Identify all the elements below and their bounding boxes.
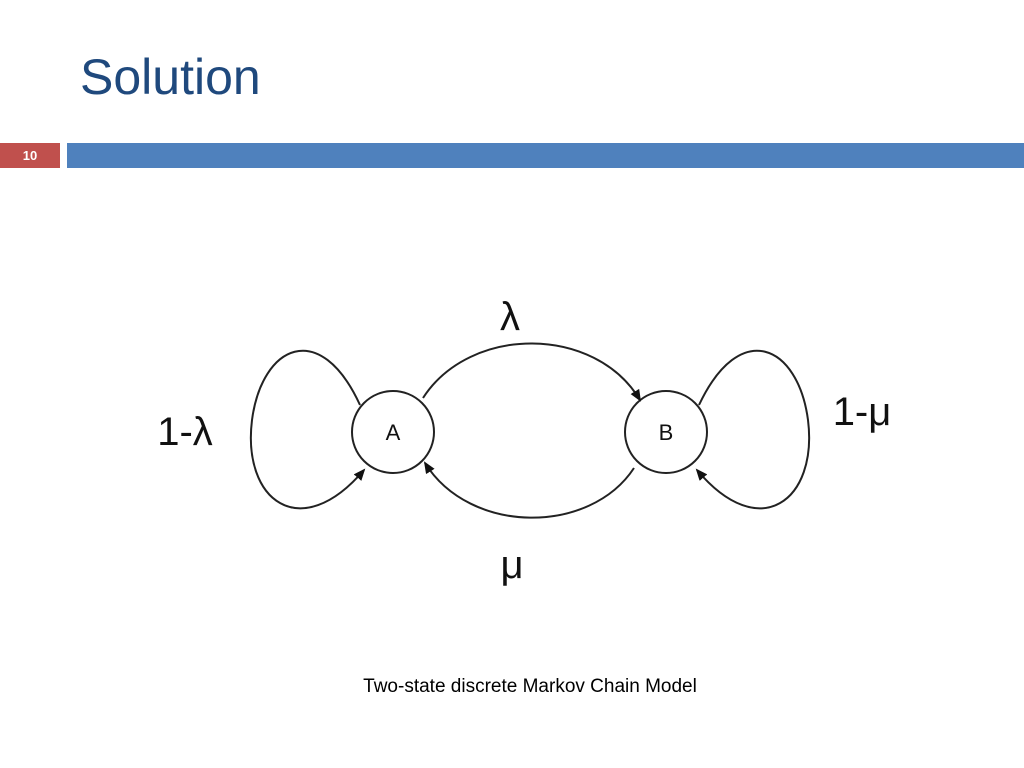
slide-number: 10 bbox=[0, 143, 60, 168]
edge-a-to-b bbox=[422, 342, 642, 402]
slide-title: Solution bbox=[80, 49, 261, 105]
edge-b-to-a bbox=[423, 461, 635, 519]
edge-label-one-minus-mu: 1-μ bbox=[833, 390, 892, 434]
state-b-circle bbox=[624, 390, 708, 474]
state-a-circle bbox=[351, 390, 435, 474]
edge-label-mu: μ bbox=[500, 543, 523, 587]
edge-label-lambda: λ bbox=[500, 295, 520, 339]
edge-a-self-loop bbox=[249, 349, 366, 510]
edge-label-one-minus-lambda: 1-λ bbox=[157, 410, 213, 454]
state-b-label: B bbox=[659, 420, 674, 445]
title-accent-bar bbox=[67, 143, 1024, 168]
diagram-caption: Two-state discrete Markov Chain Model bbox=[363, 676, 697, 697]
state-a-label: A bbox=[386, 420, 401, 445]
edge-b-self-loop bbox=[695, 349, 811, 510]
